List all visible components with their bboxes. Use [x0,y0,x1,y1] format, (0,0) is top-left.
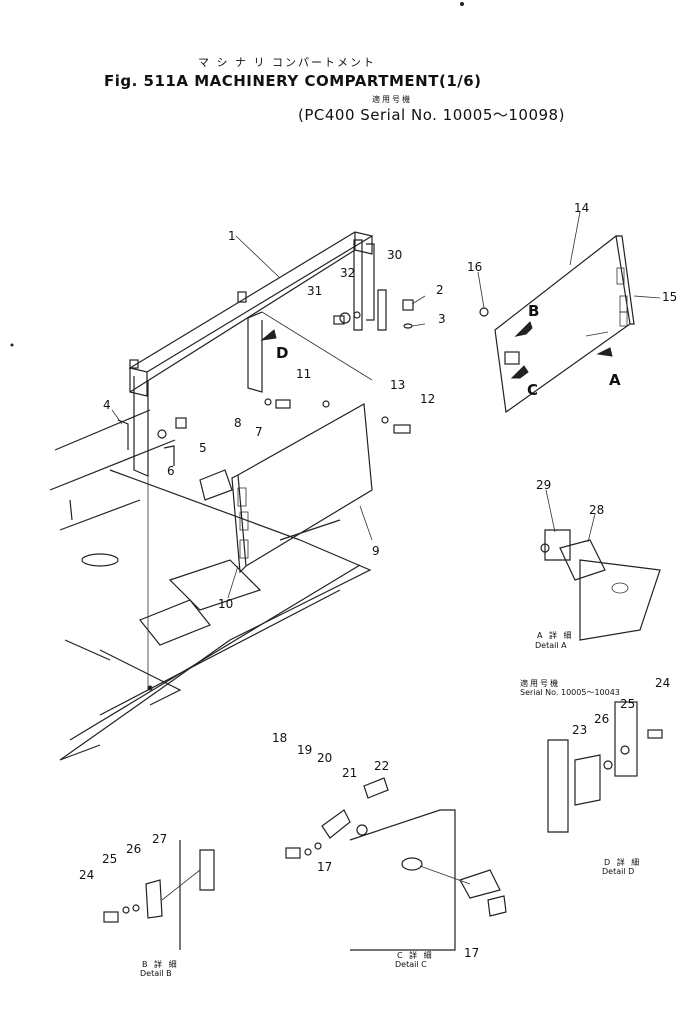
callout-6: 6 [167,464,175,478]
view-marker-b: B [528,302,540,320]
cover-panel-9 [231,311,373,574]
callout-26-detail-d: 26 [594,712,610,726]
callout-17-lower: 17 [464,946,480,960]
callout-24-detail-d: 24 [655,676,671,690]
callout-2: 2 [436,283,444,297]
callout-1: 1 [228,229,236,243]
callout-18: 18 [272,731,288,745]
detail-d-serial: Serial No. 10005～10043 [520,688,620,697]
callout-9: 9 [372,544,380,558]
door-panel-14 [260,234,635,414]
callout-30: 30 [387,248,403,262]
detail-d-jp: D 詳 細 [604,858,642,867]
figure-title: Fig. 511A MACHINERY COMPARTMENT(1/6) [104,72,482,90]
detail-d-drawing [547,701,663,833]
callout-14: 14 [574,201,590,215]
detail-a-drawing [540,529,661,641]
callout-13: 13 [390,378,406,392]
callout-16: 16 [467,260,483,274]
title-kana: マ シ ナ リ コンパートメント [198,56,376,69]
callout-3: 3 [438,312,446,326]
detail-a-jp: A 詳 細 [537,631,574,640]
serial-range: (PC400 Serial No. 10005～10098) [298,106,565,124]
callout-11: 11 [296,367,312,381]
frame-assembly [128,231,375,477]
detail-b-caption: Detail B [140,969,172,978]
callout-29: 29 [536,478,552,492]
callout-24-detail-b: 24 [79,868,95,882]
callout-27: 27 [152,832,168,846]
callout-32: 32 [340,266,356,280]
view-marker-c: C [527,381,539,399]
callout-20: 20 [317,751,333,765]
callout-26-detail-b: 26 [126,842,142,856]
leader-lines [111,211,661,599]
callout-21: 21 [342,766,358,780]
serial-kana: 適用号機 [372,95,412,104]
callout-19: 19 [297,743,313,757]
callout-23: 23 [572,723,588,737]
view-marker-a: A [609,371,621,389]
callout-7: 7 [255,425,263,439]
callout-8: 8 [234,416,242,430]
frame-fasteners [117,289,414,466]
detail-c-drawing [285,777,507,951]
detail-b-jp: B 詳 細 [142,960,179,969]
callout-10: 10 [218,597,234,611]
callout-25-detail-b: 25 [102,852,118,866]
machine-floor [49,409,372,761]
detail-d-serial-jp: 適用号機 [520,679,560,688]
callout-28: 28 [589,503,605,517]
callout-25-detail-d: 25 [620,697,636,711]
callout-4: 4 [103,398,111,412]
view-marker-d: D [276,344,289,362]
callout-31: 31 [307,284,323,298]
detail-c-caption: Detail C [395,960,427,969]
detail-c-jp: C 詳 細 [397,951,434,960]
detail-d-caption: Detail D [602,867,635,876]
detail-a-caption: Detail A [535,641,567,650]
callout-22: 22 [374,759,390,773]
callout-5: 5 [199,441,207,455]
callout-17-upper: 17 [317,860,333,874]
callout-12: 12 [420,392,436,406]
detail-b-drawing [103,840,215,950]
callout-15: 15 [662,290,677,304]
